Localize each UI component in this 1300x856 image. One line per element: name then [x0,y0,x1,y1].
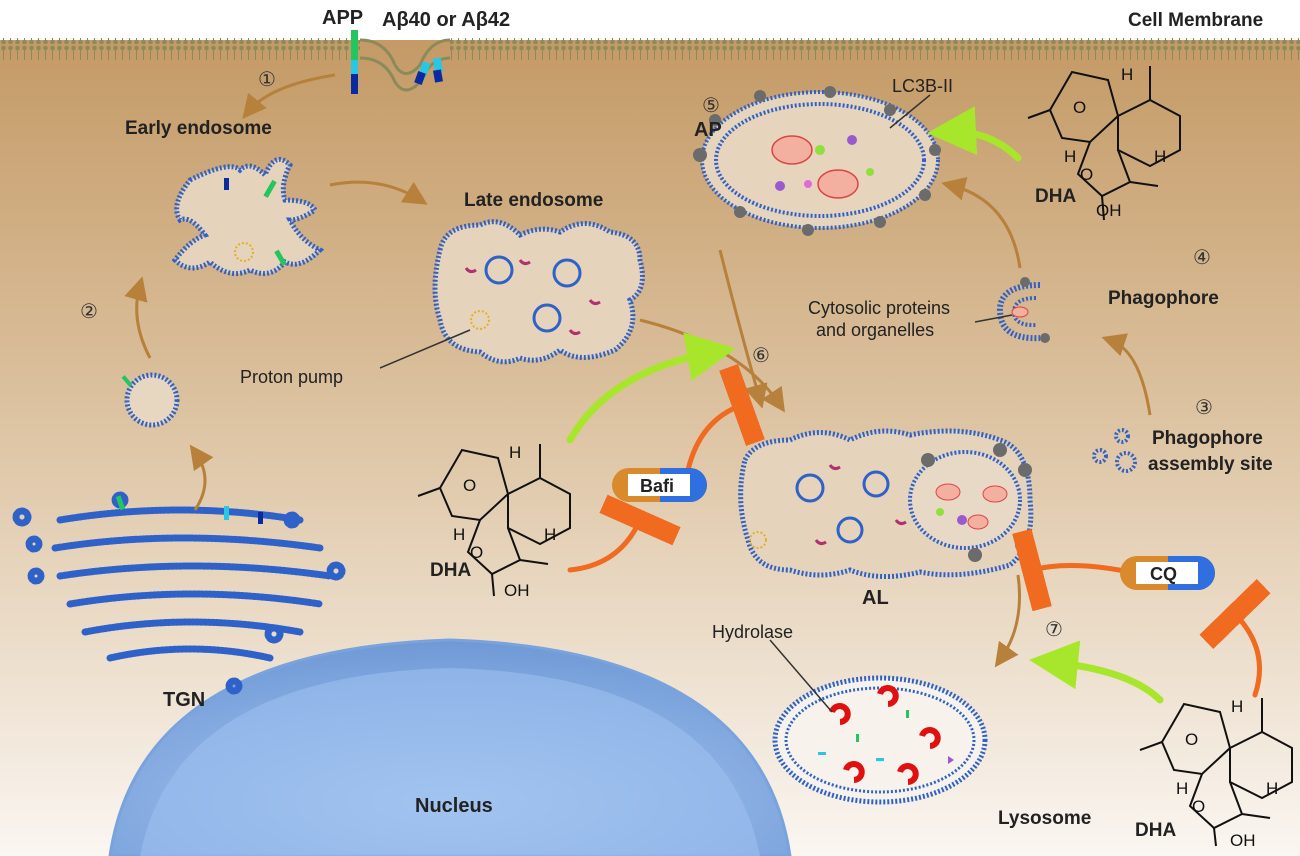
cell-membrane-label: Cell Membrane [1128,10,1263,31]
arrow-phagophore-to-ap [941,177,1022,269]
dha-molecule-center [417,444,571,597]
dha-bottom-h1: H [1231,697,1243,716]
cytosolic-label-line2: and organelles [816,320,934,340]
dha-top-oh: OH [1096,201,1122,220]
dha-bottom-h3: H [1266,779,1278,798]
arrow-assembly-to-phagophore [1101,333,1152,416]
dha-top-h2: H [1064,147,1076,166]
dha-activates-lysosome [1029,640,1164,704]
dha-center-oh: OH [504,581,530,600]
dha-inhibits-cq [1199,578,1271,698]
late-endosome-label: Late endosome [464,190,603,211]
autophagosome [693,86,941,236]
dha-center-h2: H [453,525,465,544]
dha-bottom-oh: OH [1230,831,1256,850]
bafi-inhibits-fusion [685,363,765,473]
assembly-label-line2: assembly site [1148,454,1273,475]
nucleus-label: Nucleus [415,795,493,817]
step-5: ⑤ [702,93,720,117]
cq-capsule [1120,556,1215,590]
dha-molecule-top [1027,66,1181,221]
dha-inhibits-bafi [567,494,681,573]
cytosolic-label-line1: Cytosolic proteins [808,298,950,318]
abeta-label: Aβ40 or Aβ42 [382,9,510,31]
app-label: APP [322,7,363,29]
cq-label: CQ [1150,564,1177,584]
arrow-vesicle-to-early [124,276,152,359]
hydrolase-pointer [769,639,833,713]
lysosome-label: Lysosome [998,808,1091,829]
phagophore-label: Phagophore [1108,288,1219,309]
proton-pump-pointer [379,329,471,369]
step-4: ④ [1193,245,1211,269]
early-endosome [171,156,325,277]
dha-activates-fusion [566,332,736,444]
dha-center-o2: O [470,543,483,562]
app-protein [351,30,358,94]
tgn-golgi [12,491,346,695]
phagophore-assembly-site [1092,428,1137,473]
tgn-label: TGN [163,689,205,711]
dha-center-h1: H [509,443,521,462]
dha-molecule-bottom [1139,698,1293,847]
dha-top-label: DHA [1035,186,1076,207]
arrow-early-to-late [329,180,428,205]
dha-top-h3: H [1154,147,1166,166]
step-3: ③ [1195,395,1213,419]
dha-center-o1: O [463,476,476,495]
lysosome [772,675,988,805]
bafi-capsule [612,468,707,502]
ap-label: AP [694,119,722,141]
dha-center-label: DHA [430,560,471,581]
arrow-tgn-to-vesicle [189,444,214,511]
dha-bottom-h2: H [1176,779,1188,798]
nucleus [108,638,792,856]
phagophore [996,277,1050,343]
dha-center-h3: H [544,525,556,544]
cell-membrane [0,38,1300,92]
abeta-peptides [414,57,443,86]
step-1: ① [258,67,276,91]
proton-pump-label: Proton pump [240,367,343,387]
early-endosome-label: Early endosome [125,118,272,139]
autolysosome [738,428,1034,580]
lc3b-label: LC3B-II [892,76,953,96]
transport-vesicle [121,372,180,428]
arrow-membrane-to-early [242,73,336,119]
dha-bottom-label: DHA [1135,820,1176,841]
assembly-label-line1: Phagophore [1152,428,1263,449]
late-endosome [432,219,645,365]
dha-top-o1: O [1073,98,1086,117]
cytosolic-pointer [974,314,1013,323]
lc3b-pointer [889,94,931,129]
step-7: ⑦ [1045,617,1063,641]
dha-top-o2: O [1080,165,1093,184]
step-6: ⑥ [752,343,770,367]
step-2: ② [80,299,98,323]
cq-inhibits-al [1012,528,1133,612]
bafi-label: Bafi [640,476,674,496]
dha-bottom-o2: O [1192,797,1205,816]
dha-activates-ap [927,106,1022,162]
dha-top-h1: H [1121,65,1133,84]
dha-bottom-o1: O [1185,730,1198,749]
hydrolase-label: Hydrolase [712,622,793,642]
al-label: AL [862,587,889,609]
